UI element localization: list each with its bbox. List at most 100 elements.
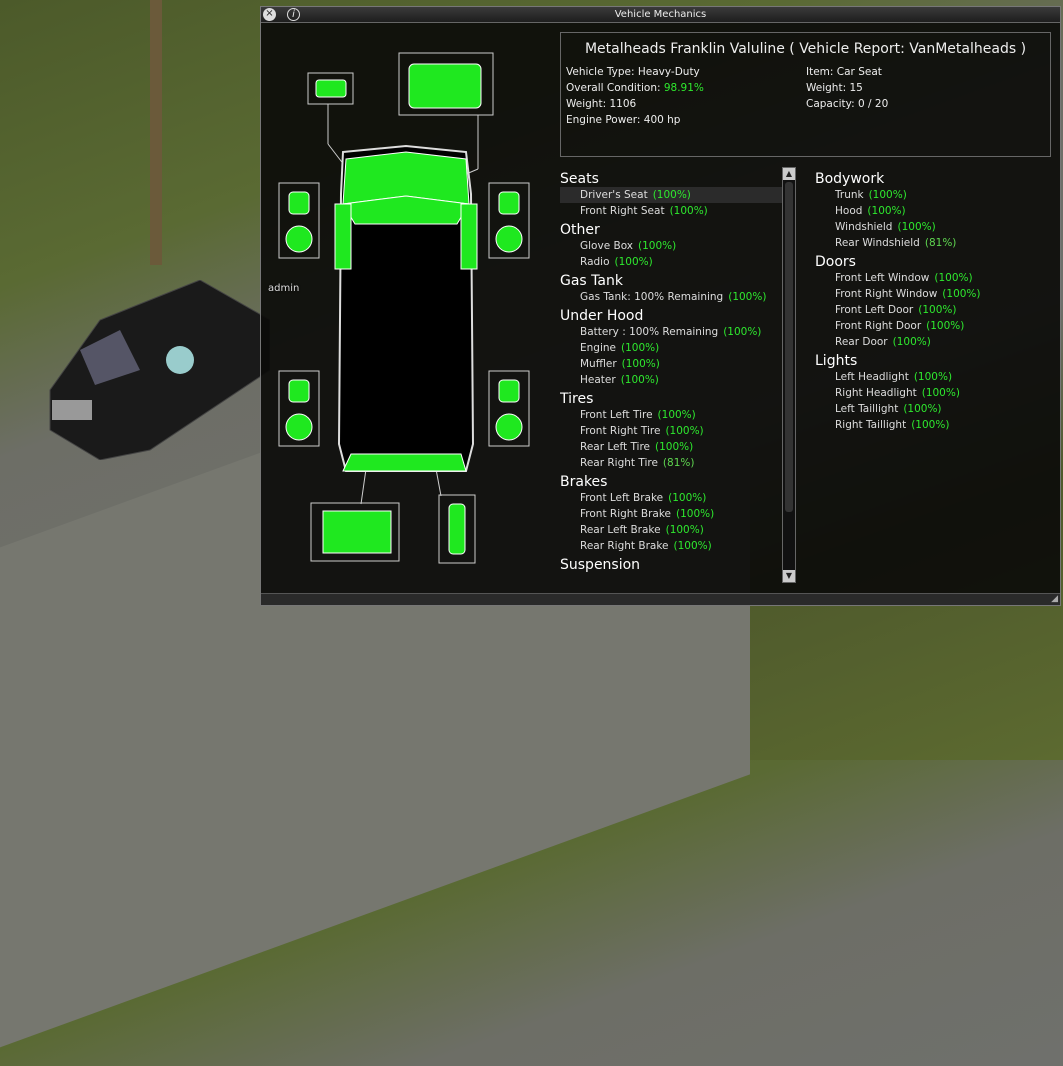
part-condition: (100%) [638,240,677,252]
part-list-item[interactable]: Windshield (100%) [815,219,1055,235]
utility-pole [150,0,162,265]
part-condition: (100%) [911,419,950,431]
scrollbar[interactable]: ▲ ▼ [782,167,796,583]
part-list-item[interactable]: Rear Windshield(81%) [815,235,1055,251]
section-header: Bodywork [815,171,885,187]
part-list-item[interactable]: Rear Right Tire(81%) [560,455,782,471]
part-name: Left Taillight [835,403,899,415]
vehicle-diagram [278,52,530,564]
part-name: Right Headlight [835,387,917,399]
part-name: Left Headlight [835,371,909,383]
player-van[interactable] [40,280,270,460]
part-condition: (100%) [918,304,957,316]
scroll-down-icon[interactable]: ▼ [783,570,795,582]
part-condition: (100%) [892,336,931,348]
part-name: Rear Left Tire [580,441,651,453]
part-name: Engine [580,342,616,354]
van-body[interactable] [334,144,478,472]
section-header: Suspension [560,557,641,573]
part-list-item[interactable]: Gas Tank: 100% Remaining(100%) [560,289,782,305]
part-list-item[interactable]: Battery : 100% Remaining (100%) [560,324,782,340]
part-list-item[interactable]: Rear Door(100%) [815,334,1055,350]
part-list-item[interactable]: Left Headlight(100%) [815,369,1055,385]
section-header: Brakes [560,474,608,490]
part-list-item[interactable]: Engine (100%) [560,340,782,356]
part-list-item[interactable]: Hood(100%) [815,203,1055,219]
part-condition: (100%) [620,374,659,386]
part-condition: (100%) [723,326,762,338]
rear-left-tire-brake[interactable] [278,370,320,447]
part-list-item[interactable]: Right Taillight(100%) [815,417,1055,433]
part-name: Glove Box [580,240,634,252]
part-name: Front Right Brake [580,508,672,520]
part-list-item[interactable]: Front Left Window(100%) [815,270,1055,286]
part-list-item[interactable]: Radio (100%) [560,254,782,270]
scroll-up-icon[interactable]: ▲ [783,168,795,180]
part-list-item[interactable]: Front Right Seat(100%) [560,203,782,219]
part-condition: (100%) [728,291,767,303]
front-right-door-part[interactable] [460,203,478,270]
part-list-item[interactable]: Front Right Tire(100%) [560,423,782,439]
engine-part[interactable] [398,52,494,116]
part-list-item[interactable]: Front Left Tire(100%) [560,407,782,423]
part-condition: (100%) [621,358,660,370]
part-condition: (100%) [621,342,660,354]
engine-power: Engine Power: 400 hp [566,114,681,126]
part-condition: (100%) [655,441,694,453]
part-list-item[interactable]: Front Right Window (100%) [815,286,1055,302]
resize-grip-icon[interactable]: ◢ [1051,594,1058,604]
part-condition: (100%) [668,492,707,504]
front-left-door-part[interactable] [334,203,352,270]
part-list-item[interactable]: Right Headlight(100%) [815,385,1055,401]
part-condition: (100%) [867,205,906,217]
part-condition: (100%) [665,524,704,536]
rear-door-part[interactable] [342,453,467,472]
title-bar[interactable]: × i Vehicle Mechanics [261,7,1060,23]
part-list-item[interactable]: Heater(100%) [560,372,782,388]
section-header: Under Hood [560,308,644,324]
condition-label: Overall Condition: [566,82,661,94]
part-list-item[interactable]: Rear Left Tire (100%) [560,439,782,455]
part-name: Radio [580,256,610,268]
section-header: Other [560,222,600,238]
part-list-item[interactable]: Driver's Seat(100%) [560,187,782,203]
close-icon[interactable]: × [263,8,276,21]
gas-tank-part[interactable] [310,502,400,562]
front-right-tire-brake[interactable] [488,182,530,259]
part-list-item[interactable]: Trunk(100%) [815,187,1055,203]
part-list-item[interactable]: Front Left Brake (100%) [560,490,782,506]
info-icon[interactable]: i [287,8,300,21]
muffler-part[interactable] [438,494,476,564]
part-list-item[interactable]: Left Taillight (100%) [815,401,1055,417]
part-name: Front Right Tire [580,425,661,437]
section-header: Seats [560,171,599,187]
part-name: Rear Windshield [835,237,920,249]
front-left-tire-brake[interactable] [278,182,320,259]
part-condition: (100%) [897,221,936,233]
part-list-item[interactable]: Front Left Door(100%) [815,302,1055,318]
part-name: Front Right Window [835,288,938,300]
part-name: Windshield [835,221,893,233]
part-condition: (100%) [903,403,942,415]
part-list-item[interactable]: Front Right Brake(100%) [560,506,782,522]
part-name: Battery : 100% Remaining [580,326,719,338]
scroll-thumb[interactable] [785,182,793,512]
battery-part[interactable] [307,72,354,105]
part-list-item[interactable]: Rear Left Brake (100%) [560,522,782,538]
part-condition: (100%) [614,256,653,268]
window-footer: ◢ [261,593,1060,605]
rear-right-tire-brake[interactable] [488,370,530,447]
window-title: Vehicle Mechanics [614,9,707,20]
part-list-item[interactable]: Muffler(100%) [560,356,782,372]
part-name: Rear Left Brake [580,524,661,536]
part-list-item[interactable]: Rear Right Brake(100%) [560,538,782,554]
part-list-item[interactable]: Front Right Door(100%) [815,318,1055,334]
part-name: Front Left Brake [580,492,664,504]
part-name: Front Right Seat [580,205,665,217]
part-list-item[interactable]: Glove Box (100%) [560,238,782,254]
part-condition: (81%) [662,457,695,469]
report-title: Metalheads Franklin Valuline ( Vehicle R… [584,41,1027,57]
part-condition: (100%) [942,288,981,300]
